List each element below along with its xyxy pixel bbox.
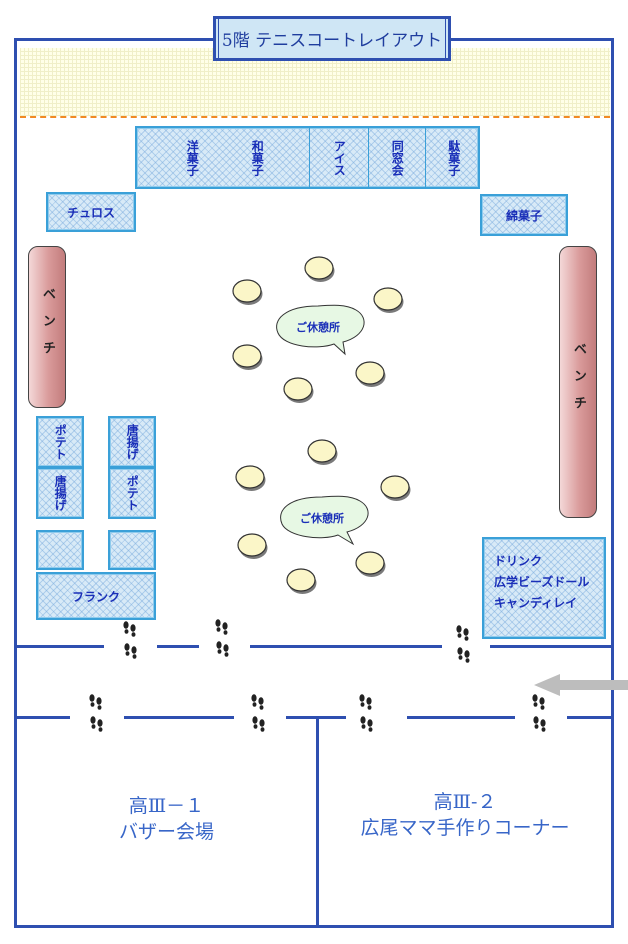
stool xyxy=(307,439,339,466)
stall-karaage-1: 唐揚げ xyxy=(36,467,84,519)
room-handmade: 高Ⅲ-２ 広尾ママ手作りコーナー xyxy=(319,790,611,841)
footprints xyxy=(251,694,264,732)
stool xyxy=(232,344,264,371)
room-bazaar-name: 高Ⅲ－１ xyxy=(128,795,205,817)
footprints xyxy=(359,694,372,732)
layout-title-box: 5階 テニスコートレイアウト xyxy=(213,16,451,61)
stall-ice-cream: アイス xyxy=(332,139,347,176)
stall-divider xyxy=(309,128,310,187)
court-boundary-line xyxy=(20,116,610,118)
wall-right xyxy=(611,38,614,928)
stall-frank: フランク xyxy=(36,572,156,620)
rest-area-bubble-1: ご休憩所 xyxy=(276,304,365,356)
stall-drink-line: ドリンク xyxy=(494,554,543,568)
corridor-line-lower xyxy=(567,716,614,719)
rest-area-bubble-2: ご休憩所 xyxy=(280,495,369,546)
corridor-line-upper xyxy=(490,645,614,648)
stall-drink-line: キャンディレイ xyxy=(494,596,578,610)
footprints xyxy=(123,621,136,659)
footprints xyxy=(456,625,469,663)
stall-divider xyxy=(368,128,369,187)
rest-area-label: ご休憩所 xyxy=(300,511,344,525)
stall-top-row: 洋菓子 和菓子 アイス 同窓会 駄菓子 xyxy=(135,126,480,189)
tennis-court-area xyxy=(20,48,610,116)
page-title: 5階 テニスコートレイアウト xyxy=(218,18,446,59)
stool xyxy=(355,361,387,388)
stall-drink-line: 広学ビーズドール xyxy=(494,575,590,589)
stool xyxy=(235,465,267,492)
footprints xyxy=(532,694,545,732)
stall-divider xyxy=(425,128,426,187)
stool xyxy=(237,533,269,560)
corridor-line-upper xyxy=(157,645,199,648)
corridor-line-lower xyxy=(14,716,70,719)
stall-drink: ドリンク 広学ビーズドール キャンディレイ xyxy=(482,537,606,639)
entrance-arrow xyxy=(534,674,628,696)
stall-dagashi: 駄菓子 xyxy=(446,139,461,176)
stall-potato-2: ポテト xyxy=(108,467,156,519)
corridor-line-upper xyxy=(14,645,104,648)
stall-churros: チュロス xyxy=(46,192,136,232)
stall-western-sweets: 洋菓子 xyxy=(185,139,200,176)
stool xyxy=(286,568,318,595)
bench-left: ベンチ xyxy=(28,246,66,408)
rest-area-label: ご休憩所 xyxy=(296,320,340,334)
stall-empty-2 xyxy=(108,530,156,570)
room-bazaar-desc: バザー会場 xyxy=(118,820,214,843)
footprints xyxy=(215,619,228,657)
bench-right: ベンチ xyxy=(559,246,597,518)
room-bazaar: 高Ⅲ－１ バザー会場 xyxy=(17,794,316,845)
wall-left xyxy=(14,38,17,928)
stool xyxy=(373,287,405,314)
stall-cotton-candy: 綿菓子 xyxy=(480,194,568,236)
corridor-line-upper xyxy=(250,645,442,648)
stall-karaage-2: 唐揚げ xyxy=(108,416,156,468)
stall-alumni: 同窓会 xyxy=(390,139,405,176)
wall-bottom xyxy=(14,925,614,928)
stool xyxy=(380,475,412,502)
stool xyxy=(232,279,264,306)
stool xyxy=(304,256,336,283)
corridor-line-lower xyxy=(407,716,515,719)
stool xyxy=(283,377,315,404)
stool xyxy=(355,551,387,578)
stall-japanese-sweets: 和菓子 xyxy=(250,139,265,176)
wall-top-left xyxy=(14,38,214,41)
room-divider xyxy=(316,716,319,928)
room-handmade-name: 高Ⅲ-２ xyxy=(433,791,497,813)
room-handmade-desc: 広尾ママ手作りコーナー xyxy=(360,816,570,839)
wall-top-right xyxy=(450,38,614,41)
stall-potato-1: ポテト xyxy=(36,416,84,468)
stall-empty-1 xyxy=(36,530,84,570)
corridor-line-lower xyxy=(124,716,234,719)
footprints xyxy=(89,694,102,732)
